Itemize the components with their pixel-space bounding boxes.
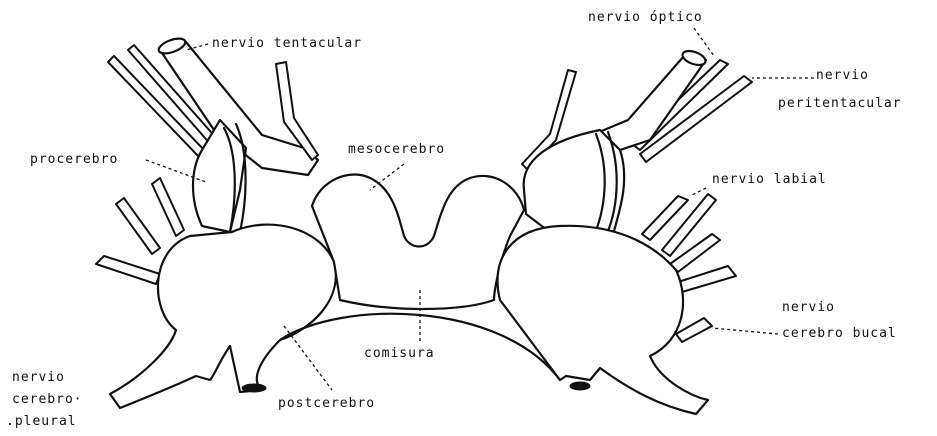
leader-cerebro-bucal — [712, 328, 778, 334]
left-lateral-nerve-1 — [152, 178, 184, 236]
right-cerebro-bucal-nerve — [676, 318, 712, 342]
label-nervio-cerebro-pleural-2: cerebro· — [12, 392, 83, 407]
label-mesocerebro: mesocerebro — [348, 142, 445, 157]
leader-postcerebro — [284, 326, 332, 390]
label-nervio-cerebro-bucal-2: cerebro bucal — [782, 326, 897, 341]
label-nervio-cerebro-pleural-3: .pleural — [6, 414, 77, 429]
mesocerebro — [312, 174, 524, 309]
left-lateral-nerve-3 — [96, 256, 160, 284]
label-nervio-cerebro-pleural-1: nervio — [12, 370, 65, 385]
label-postcerebro: postcerebro — [278, 396, 375, 411]
right-lateral-nerve-4 — [678, 266, 736, 292]
label-nervio-cerebro-bucal-1: nervio — [782, 300, 835, 315]
left-main-ganglion — [110, 225, 336, 408]
right-postcerebro-dot — [570, 382, 590, 390]
leader-labial — [690, 188, 706, 196]
left-postcerebro-dot — [242, 384, 266, 392]
label-comisura: comisura — [364, 346, 435, 361]
leader-mesocerebro — [370, 164, 404, 190]
label-nervio-tentacular: nervio tentacular — [212, 36, 362, 51]
label-nervio-peritentacular-2: peritentacular — [778, 96, 902, 111]
left-lateral-nerve-2 — [116, 198, 160, 254]
label-procerebro: procerebro — [30, 152, 118, 167]
label-nervio-optico: nervio óptico — [588, 10, 703, 25]
right-main-ganglion — [498, 226, 709, 414]
label-nervio-labial: nervio labial — [712, 172, 827, 187]
label-nervio-peritentacular-1: nervio — [816, 68, 869, 83]
